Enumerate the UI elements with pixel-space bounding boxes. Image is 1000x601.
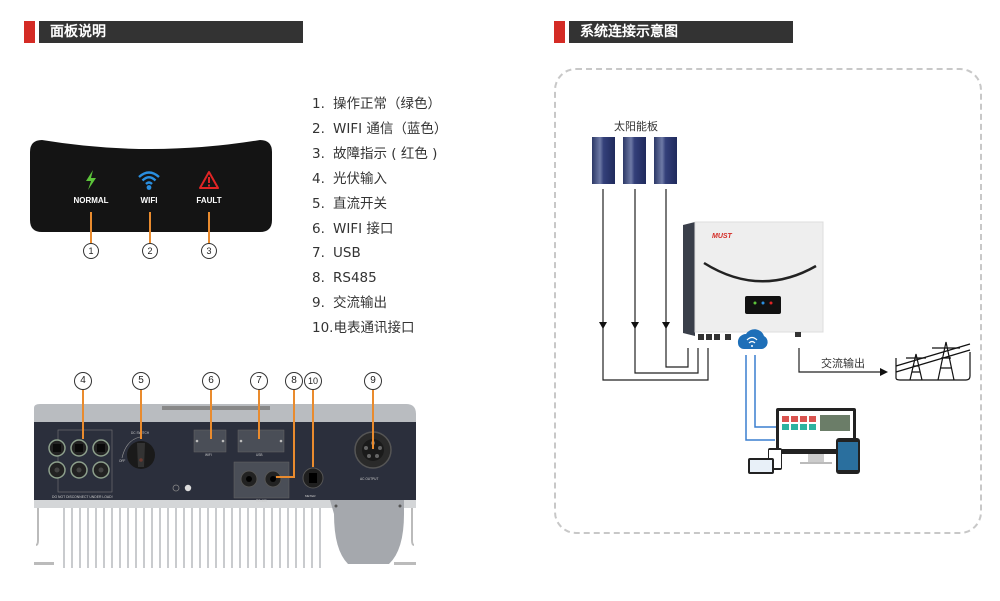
- callout-4: 4: [74, 372, 92, 390]
- callout-5: 5: [132, 372, 150, 390]
- callout-10: 10: [304, 372, 322, 390]
- system-diagram-frame: [554, 68, 982, 534]
- callout-line: [210, 387, 212, 439]
- legend-item: 8.RS485: [312, 270, 377, 287]
- wifi-icon: [138, 171, 160, 190]
- header-accent: [554, 21, 565, 43]
- ac-output-label: 交流输出: [821, 357, 865, 370]
- callout-line: [90, 212, 92, 244]
- inverter-bottom-view: DO NOT DISCONNECT UNDER LOAD! DC SWITCH …: [34, 404, 416, 568]
- legend-item: 1.操作正常（绿色）: [312, 96, 441, 112]
- panel-description-header: 面板说明: [24, 21, 303, 43]
- led-label: WIFI: [140, 196, 158, 205]
- header-title: 面板说明: [39, 21, 303, 43]
- legend-item: 6.WIFI 接口: [312, 220, 394, 237]
- svg-text:METER: METER: [305, 494, 316, 498]
- legend-item: 10.电表通讯接口: [312, 320, 415, 337]
- legend-item: 9.交流输出: [312, 295, 387, 312]
- led-label: NORMAL: [73, 196, 109, 205]
- led-panel-body: [30, 140, 272, 232]
- system-diagram-header: 系统连接示意图: [554, 21, 793, 43]
- pv-input-connectors: [48, 429, 113, 493]
- legend-item: 3.故障指示 ( 红色 ): [312, 145, 438, 162]
- brand-logo: MUST: [712, 233, 733, 240]
- led-wifi: WIFI: [119, 170, 179, 205]
- callout-line: [258, 387, 260, 439]
- legend-list: 1.操作正常（绿色） 2.WIFI 通信（蓝色） 3.故障指示 ( 红色 ) 4…: [312, 92, 447, 341]
- led-fault: FAULT: [179, 170, 239, 205]
- header-title: 系统连接示意图: [569, 21, 793, 43]
- warning-triangle-icon: [199, 171, 219, 189]
- inverter-icon: MUST: [683, 221, 824, 340]
- callout-line: [293, 387, 295, 478]
- cloud-wifi-icon: [737, 329, 768, 349]
- callout-6: 6: [202, 372, 220, 390]
- led-panel: NORMAL WIFI FAULT: [30, 140, 272, 232]
- solar-panel-label: 太阳能板: [614, 120, 658, 133]
- callout-7: 7: [250, 372, 268, 390]
- callout-3: 3: [201, 243, 217, 259]
- legend-item: 4.光伏输入: [312, 170, 387, 187]
- callout-line: [208, 212, 210, 244]
- callout-line: [149, 212, 151, 244]
- callout-line: [276, 476, 294, 478]
- svg-text:USB: USB: [256, 453, 263, 457]
- legend-item: 5.直流开关: [312, 195, 387, 212]
- callout-9: 9: [364, 372, 382, 390]
- legend-item: 7.USB: [312, 245, 361, 262]
- callout-line: [140, 387, 142, 439]
- warning-text: DO NOT DISCONNECT UNDER LOAD!: [52, 495, 113, 499]
- callout-1: 1: [83, 243, 99, 259]
- legend-item: 2.WIFI 通信（蓝色）: [312, 120, 448, 137]
- svg-text:AC OUTPUT: AC OUTPUT: [360, 477, 378, 481]
- header-accent: [24, 21, 35, 43]
- callout-line: [372, 387, 374, 449]
- svg-text:OFF: OFF: [119, 459, 125, 463]
- power-grid-icon: [895, 341, 971, 381]
- system-diagram: MUST: [592, 137, 971, 474]
- led-normal: NORMAL: [61, 170, 121, 205]
- svg-text:RS-485: RS-485: [256, 499, 267, 503]
- monitoring-devices-icon: [748, 408, 860, 474]
- callout-line: [82, 387, 84, 439]
- solar-panel-icons: [592, 137, 677, 184]
- callout-2: 2: [142, 243, 158, 259]
- svg-text:WIFI: WIFI: [205, 453, 212, 457]
- callout-8: 8: [285, 372, 303, 390]
- led-label: FAULT: [196, 196, 222, 205]
- lightning-icon: [86, 170, 96, 190]
- callout-line: [312, 387, 314, 467]
